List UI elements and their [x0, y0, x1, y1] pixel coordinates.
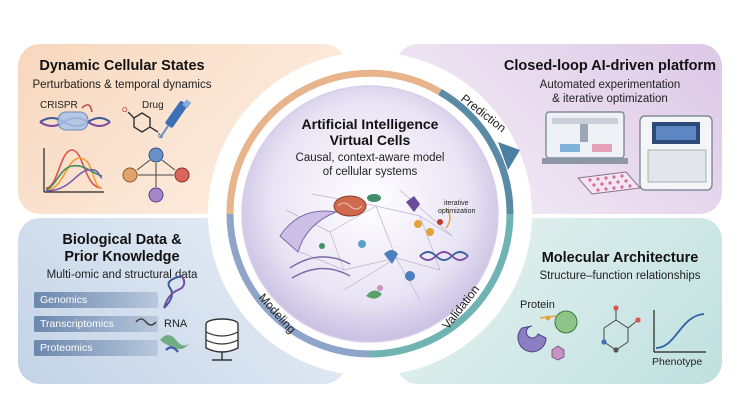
protein-ribbon-icon	[160, 335, 190, 353]
dynamic-states-subtitle: Perturbations & temporal dynamics	[32, 79, 212, 91]
database-icon	[205, 318, 239, 361]
omics-transcriptomics: Transcriptomics	[34, 316, 158, 332]
protein-binding-icon	[517, 310, 578, 361]
validation-arc	[369, 213, 514, 358]
center-title-line1: Artificial Intelligence	[301, 116, 439, 132]
rna-label: RNA	[164, 318, 188, 330]
molecule-structure-icon	[601, 305, 641, 353]
modeling-arc	[226, 69, 442, 215]
lab-instrument-icon	[639, 115, 713, 191]
omics-genomics: Genomics	[34, 292, 158, 308]
lab-robot-icon	[542, 111, 628, 164]
modeling-arc-lower	[226, 213, 371, 358]
iterative-label-line1: iterative	[444, 200, 469, 207]
molecular-subtitle: Structure–function relationships	[539, 270, 701, 282]
bio-data-title-line1: Biological Data &	[62, 232, 182, 248]
rna-strand-icon	[135, 318, 157, 326]
crispr-label: CRISPR	[40, 100, 78, 111]
well-plate-icon	[577, 171, 641, 195]
center-subtitle-line2: of cellular systems	[322, 166, 418, 178]
dna-helix-icon	[163, 275, 186, 309]
inner-cell-disc	[241, 85, 499, 343]
platform-subtitle-line2: & iterative optimization	[552, 93, 668, 105]
crispr-dna-icon	[39, 104, 111, 131]
iterative-loop-icon	[445, 207, 451, 229]
omics-proteomics: Proteomics	[34, 340, 158, 356]
dynamic-states-title: Dynamic Cellular States	[39, 58, 205, 74]
platform-subtitle-line1: Automated experimentation	[539, 79, 681, 91]
pipette-icon	[159, 99, 192, 139]
molecular-title: Molecular Architecture	[541, 250, 699, 266]
svg-text:O: O	[122, 107, 128, 114]
cell-state-transitions	[122, 147, 190, 203]
dna-helix-center-icon	[419, 251, 469, 261]
center-subtitle-line1: Causal, context-aware model	[295, 152, 445, 164]
phenotype-curve-chart	[653, 310, 706, 353]
bio-data-subtitle: Multi-omic and structural data	[46, 269, 198, 281]
protein-label: Protein	[520, 299, 555, 311]
platform-title: Closed-loop AI-driven platform	[503, 58, 717, 74]
prediction-arc	[438, 88, 514, 215]
temporal-dynamics-chart	[43, 148, 104, 193]
drug-label: Drug	[142, 100, 164, 111]
cell-organelles	[279, 194, 443, 299]
cycle-arrowhead-icon	[498, 142, 520, 170]
phenotype-label: Phenotype	[652, 356, 703, 368]
center-title-line2: Virtual Cells	[329, 132, 411, 148]
bio-data-title-line2: Prior Knowledge	[64, 249, 180, 265]
iterative-label-line2: optimization	[438, 208, 476, 215]
